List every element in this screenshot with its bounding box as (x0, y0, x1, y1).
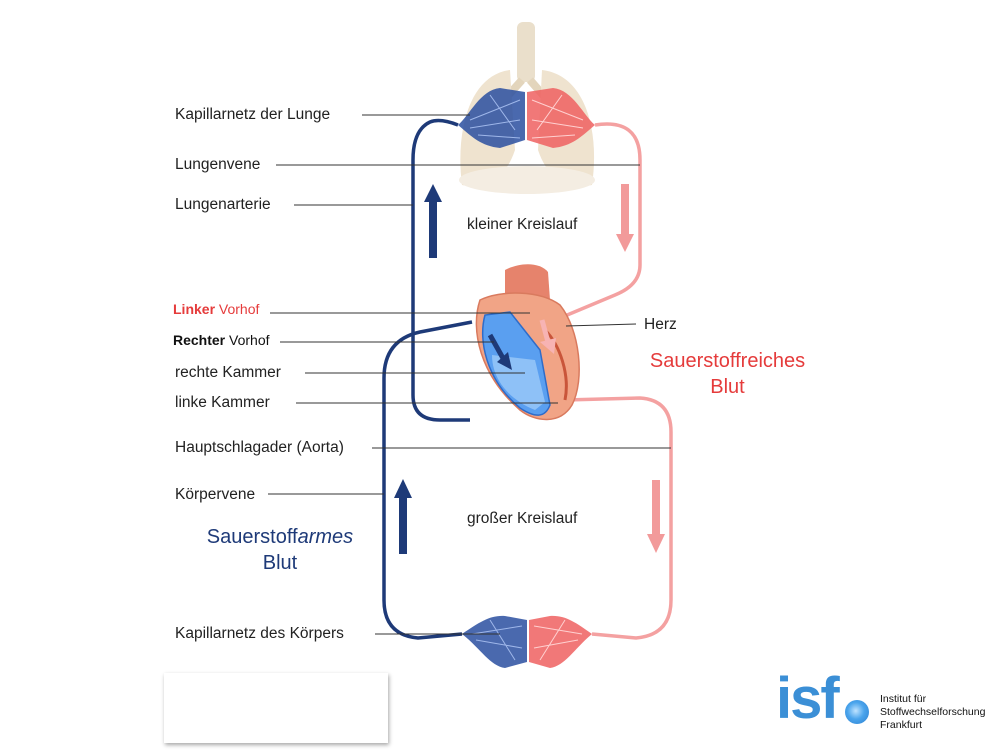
label-grosser-kreislauf: großer Kreislauf (467, 510, 578, 527)
logo-text-line3: Frankfurt (880, 719, 923, 731)
flow-arrow-up-small (424, 184, 442, 258)
label-linker-bold: Linker (173, 301, 216, 317)
label-arm-line2: Blut (262, 552, 298, 574)
pulmonary-vein-vessel (559, 122, 642, 320)
label-arm-italic: armes (297, 526, 354, 548)
label-sauerstoffreiches-blut: Sauerstoffreiches Blut (620, 348, 835, 400)
flow-arrow-up-large (394, 479, 412, 554)
body-vein-vessel (382, 320, 473, 640)
aorta-vessel (564, 396, 673, 640)
blank-placeholder-box (164, 673, 388, 743)
label-lungenvene: Lungenvene (175, 156, 261, 173)
flow-arrow-down-small (616, 184, 634, 252)
label-kapillarnetz-koerper: Kapillarnetz des Körpers (175, 625, 344, 642)
flow-arrow-down-large (647, 480, 665, 553)
label-kleiner-kreislauf: kleiner Kreislauf (467, 216, 578, 233)
heart-illustration (475, 264, 580, 421)
label-lungenarterie: Lungenarterie (175, 196, 271, 213)
label-linker-rest: Vorhof (215, 301, 260, 317)
label-reich-line2: Blut (710, 376, 745, 398)
label-linke-kammer: linke Kammer (175, 394, 270, 411)
logo-text-line1: Institut für (880, 693, 927, 705)
label-rechter-bold: Rechter (173, 332, 226, 348)
label-arm-line1: Sauerstoffarmes (180, 524, 380, 550)
label-koerpervene: Körpervene (175, 486, 256, 503)
label-herz: Herz (644, 316, 677, 333)
label-reich-line1: Sauerstoffreiches (649, 350, 806, 372)
body-capillaries (462, 615, 592, 668)
logo-text-line2: Stoffwechselforschung (880, 706, 986, 718)
label-rechter-rest: Vorhof (225, 332, 270, 348)
label-linker-vorhof: Linker Vorhof (173, 300, 259, 318)
isf-logo-dot-icon (845, 700, 869, 724)
label-sauerstoffarmes-blut: Sauerstoffarmes Blut (180, 524, 380, 576)
label-aorta: Hauptschlagader (Aorta) (175, 439, 344, 456)
leader-lines (268, 114, 671, 635)
label-rechter-vorhof: Rechter Vorhof (173, 331, 270, 349)
label-arm-prefix: Sauerstoff (206, 526, 298, 548)
pulmonary-artery-vessel (411, 118, 470, 422)
isf-logo-word: isf (776, 666, 840, 731)
label-rechte-kammer: rechte Kammer (175, 364, 281, 381)
label-kapillarnetz-lunge: Kapillarnetz der Lunge (175, 106, 331, 123)
lung-capillaries (458, 88, 595, 148)
